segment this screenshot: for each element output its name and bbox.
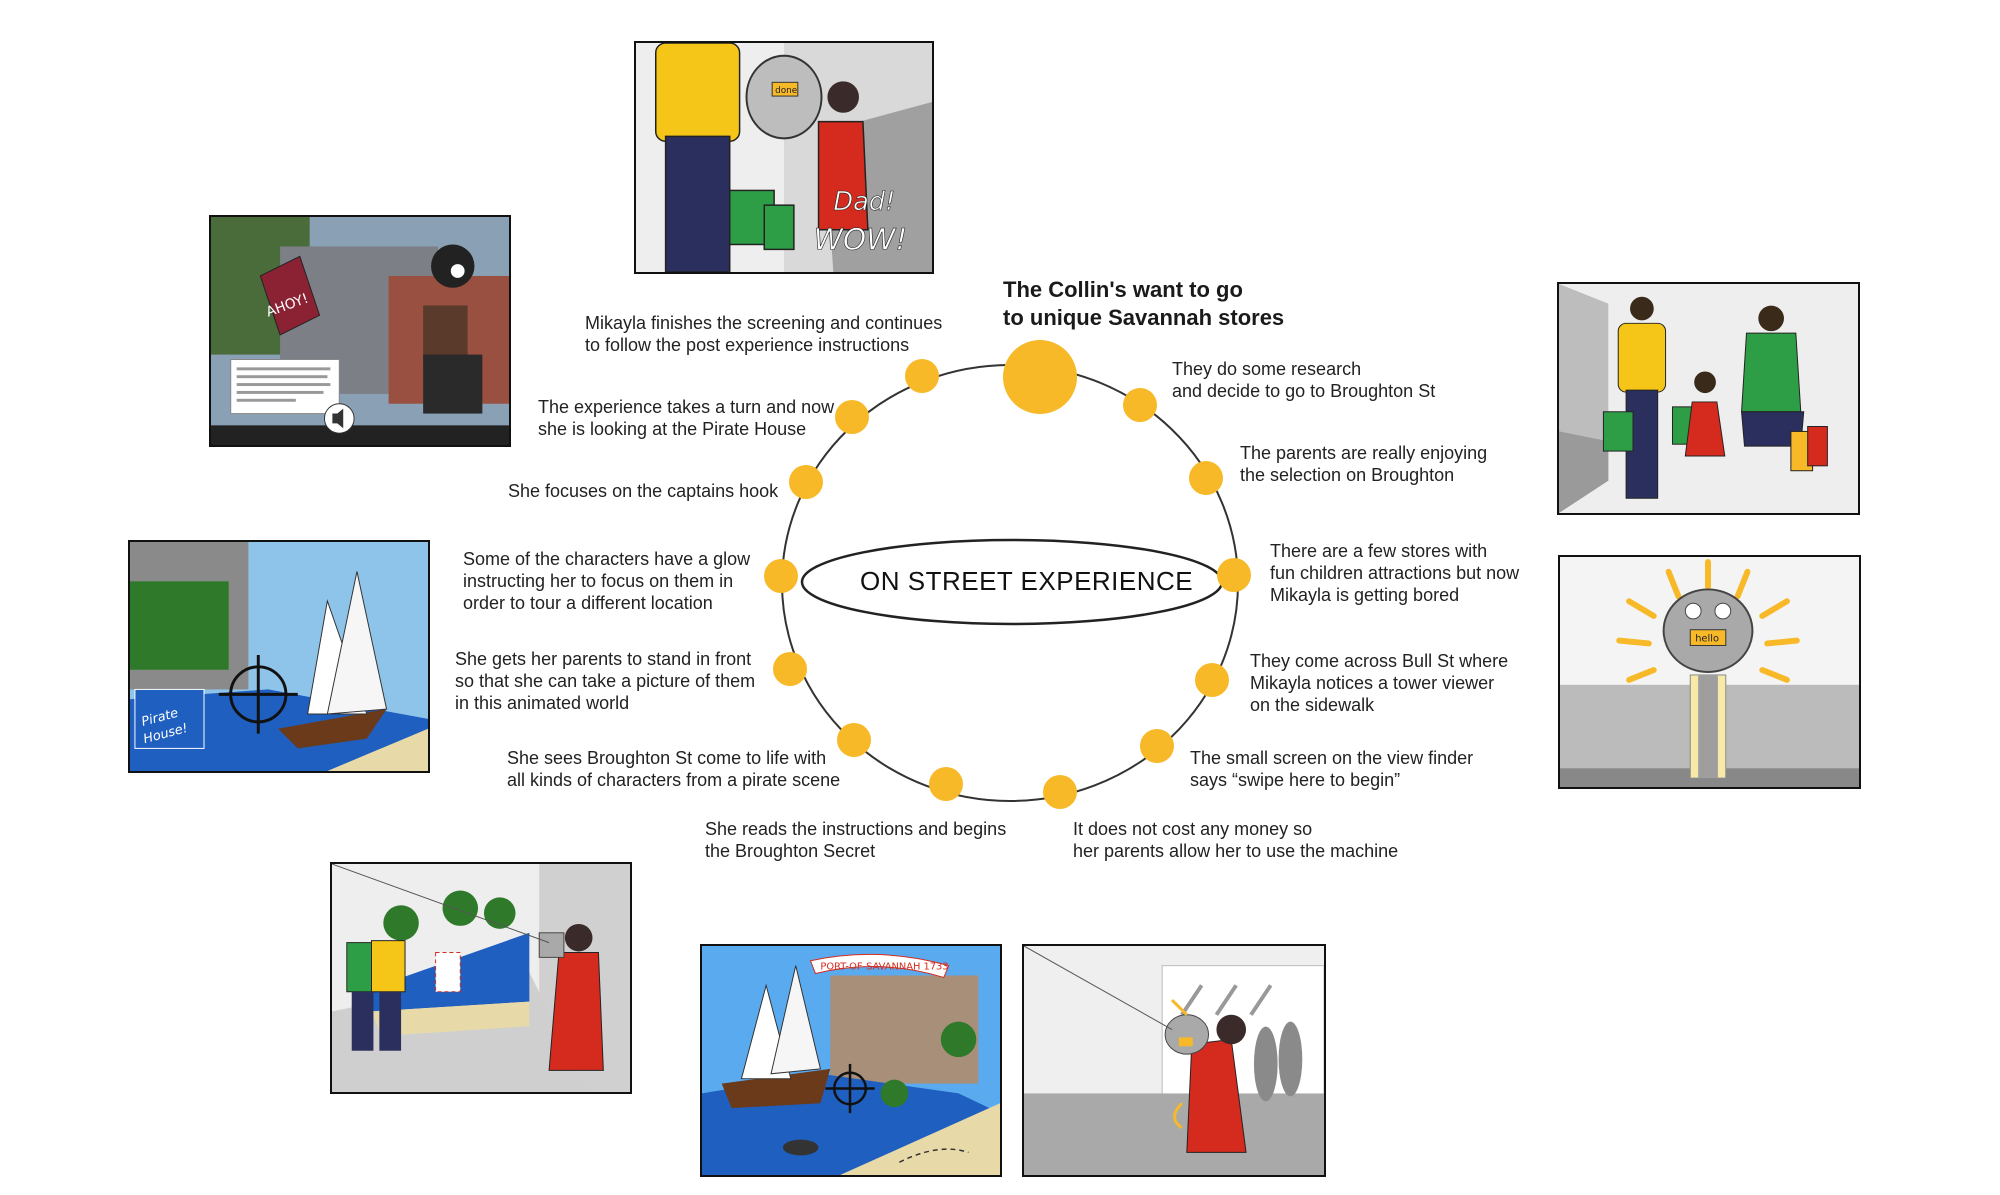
- step-dot-13: [905, 359, 939, 393]
- step-dot-8: [837, 723, 871, 757]
- hello-screen-text: hello: [1695, 634, 1719, 645]
- svg-text:WOW!: WOW!: [814, 222, 908, 256]
- step-dot-5: [1140, 729, 1174, 763]
- done-sticker-text: done: [775, 86, 797, 96]
- step-dot-12: [835, 400, 869, 434]
- sketch-panel-family-shopping: [1557, 282, 1860, 515]
- sketch-panel-glowing-viewer: hello: [1558, 555, 1861, 789]
- sketch-panel-parents-photo: [330, 862, 632, 1094]
- step-label-12: The experience takes a turn and now she …: [538, 397, 835, 439]
- step-dot-11: [789, 465, 823, 499]
- journey-step-dots: [764, 340, 1251, 809]
- step-label-10: Some of the characters have a glow instr…: [463, 549, 751, 613]
- step-label-11: She focuses on the captains hook: [508, 481, 779, 501]
- step-dot-10: [764, 559, 798, 593]
- step-dot-9: [773, 652, 807, 686]
- step-label-8: She sees Broughton St come to life with …: [507, 748, 841, 790]
- start-dot: [1003, 340, 1077, 414]
- svg-text:Dad!: Dad!: [833, 187, 895, 217]
- sketch-panel-girl-at-viewer: [1022, 944, 1326, 1177]
- sketch-panel-port-of-savannah: PORT-OF-SAVANNAH 1733: [700, 944, 1002, 1177]
- step-label-6: It does not cost any money so her parent…: [1073, 819, 1399, 861]
- start-caption: The Collin's want to go to unique Savann…: [1003, 277, 1285, 330]
- port-banner-text: PORT-OF-SAVANNAH 1733: [820, 962, 948, 973]
- step-dot-3: [1217, 558, 1251, 592]
- step-label-13: Mikayla finishes the screening and conti…: [585, 313, 943, 355]
- step-label-4: They come across Bull St where Mikayla n…: [1250, 651, 1509, 715]
- step-dot-1: [1123, 388, 1157, 422]
- step-dot-4: [1195, 663, 1229, 697]
- sketch-panel-tower-viewer-done: done Dad! WOW!: [634, 41, 934, 274]
- center-title: ON STREET EXPERIENCE: [860, 566, 1194, 596]
- step-label-1: They do some research and decide to go t…: [1172, 359, 1436, 401]
- sketch-panel-pirate-ship-crosshair: Pirate House!: [128, 540, 430, 773]
- step-label-2: The parents are really enjoying the sele…: [1240, 443, 1488, 485]
- sketch-panel-pirate-house: AHOY!: [209, 215, 511, 447]
- step-label-5: The small screen on the view finder says…: [1190, 748, 1474, 790]
- step-dot-6: [1043, 775, 1077, 809]
- step-label-9: She gets her parents to stand in front s…: [455, 649, 756, 713]
- step-label-3: There are a few stores with fun children…: [1270, 541, 1520, 605]
- step-dot-2: [1189, 461, 1223, 495]
- step-label-7: She reads the instructions and begins th…: [705, 819, 1007, 861]
- step-dot-7: [929, 767, 963, 801]
